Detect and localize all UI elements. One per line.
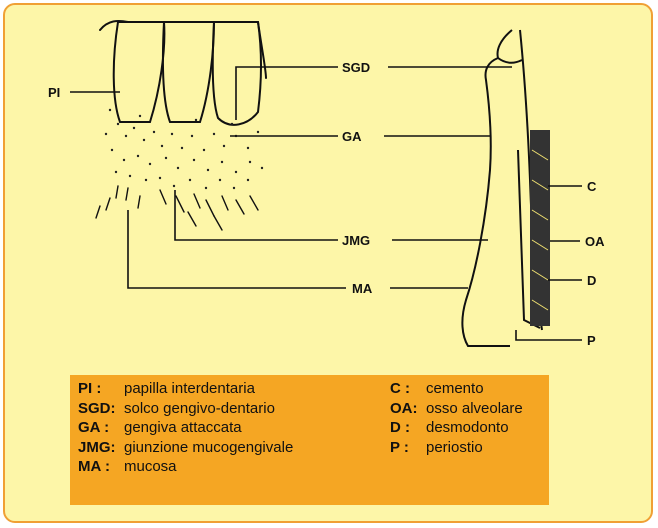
legend-item-oa: OA:osso alveolare xyxy=(390,399,523,419)
label-sgd: SGD xyxy=(342,60,370,75)
legend-right-column: C :cemento OA:osso alveolare D :desmodon… xyxy=(390,379,523,457)
tooth-right xyxy=(213,22,261,125)
label-p: P xyxy=(587,333,596,348)
tooth-middle xyxy=(163,22,214,122)
label-ga: GA xyxy=(342,129,362,144)
crown-outline xyxy=(100,21,266,78)
legend-item-pi: PI :papilla interdentaria xyxy=(78,379,293,399)
legend-left-column: PI :papilla interdentaria SGD:solco geng… xyxy=(78,379,293,477)
label-jmg: JMG xyxy=(342,233,370,248)
legend-item-jmg: JMG:giunzione mucogengivale xyxy=(78,438,293,458)
label-c: C xyxy=(587,179,597,194)
leader-lines xyxy=(70,67,582,340)
gingiva-stipple xyxy=(105,109,263,189)
legend-item-sgd: SGD:solco gengivo-dentario xyxy=(78,399,293,419)
tooth-left xyxy=(114,22,165,122)
legend-item-ma: MA :mucosa xyxy=(78,457,293,477)
legend-item-ga: GA :gengiva attaccata xyxy=(78,418,293,438)
legend-item-d: D :desmodonto xyxy=(390,418,523,438)
mucosa-strokes xyxy=(96,186,258,230)
legend-box: PI :papilla interdentaria SGD:solco geng… xyxy=(70,375,549,505)
label-ma: MA xyxy=(352,281,373,296)
legend-item-p: P :periostio xyxy=(390,438,523,458)
label-oa: OA xyxy=(585,234,605,249)
legend-item-c: C :cemento xyxy=(390,379,523,399)
label-pi: PI xyxy=(48,85,60,100)
label-d: D xyxy=(587,273,596,288)
